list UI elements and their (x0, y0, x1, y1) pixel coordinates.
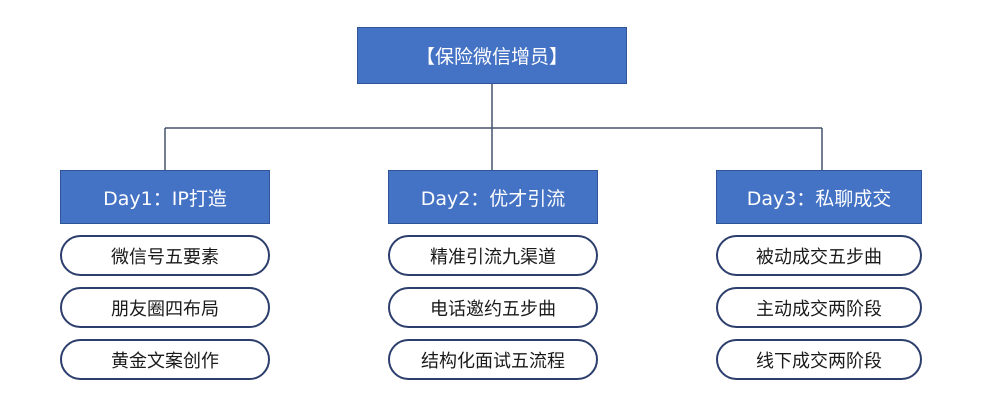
day2-item-3: 结构化面试五流程 (388, 339, 598, 380)
root-label: 【保险微信增员】 (415, 46, 568, 68)
day1-box: Day1：IP打造 (60, 170, 270, 224)
day2-item-2: 电话邀约五步曲 (388, 287, 598, 328)
day3-label: Day3：私聊成交 (746, 187, 892, 210)
day3-item-3: 线下成交两阶段 (716, 339, 922, 380)
day2-box: Day2：优才引流 (388, 170, 598, 224)
day1-label: Day1：IP打造 (103, 187, 227, 210)
root-box: 【保险微信增员】 (357, 27, 627, 84)
day1-item-3: 黄金文案创作 (60, 339, 270, 380)
day2-item-1: 精准引流九渠道 (388, 235, 598, 276)
day1-item-2: 朋友圈四布局 (60, 287, 270, 328)
day3-box: Day3：私聊成交 (716, 170, 922, 224)
day3-item-2: 主动成交两阶段 (716, 287, 922, 328)
day1-item-1: 微信号五要素 (60, 235, 270, 276)
day3-item-1: 被动成交五步曲 (716, 235, 922, 276)
day2-label: Day2：优才引流 (420, 187, 566, 210)
